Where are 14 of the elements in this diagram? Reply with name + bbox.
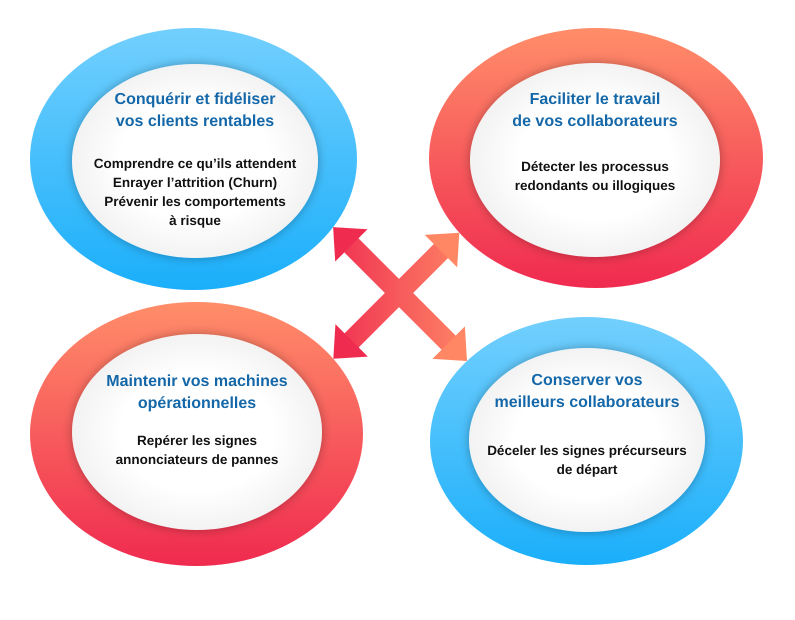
heading-text: Maintenir vos machines opérationnelles bbox=[105, 372, 289, 414]
detail-text: Déceler les signes précurseurs de départ bbox=[486, 442, 688, 479]
detail-text: Détecter les processus redondants ou illogiques bbox=[514, 158, 676, 195]
ring-ellipse bbox=[30, 28, 357, 290]
heading-text: Conserver vos meilleurs collaborateurs bbox=[494, 371, 680, 413]
detail-text: Repérer les signes annonciateurs de pannes bbox=[114, 432, 280, 469]
ring-ellipse bbox=[429, 28, 763, 288]
detail-text: Prévenir les comportements à risque bbox=[103, 193, 287, 230]
ring-ellipse bbox=[430, 317, 743, 565]
heading-text: Conquérir et fidéliser vos clients rentables bbox=[114, 90, 276, 132]
heading-text: Faciliter le travail de vos collaborateurs bbox=[512, 90, 678, 132]
ring-ellipse bbox=[30, 302, 363, 566]
detail-text: Comprendre ce qu’ils attendent bbox=[94, 155, 296, 173]
detail-text: Enrayer l’attrition (Churn) bbox=[112, 174, 278, 192]
